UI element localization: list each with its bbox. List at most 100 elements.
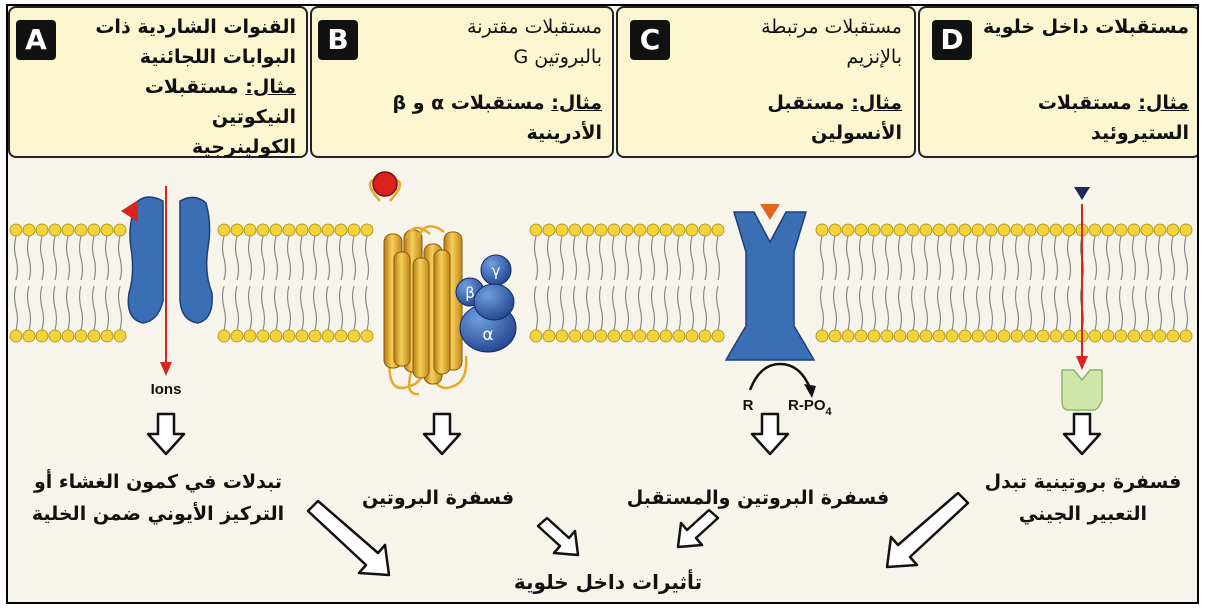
panel-a-example-label: مثال: xyxy=(245,76,296,98)
lipid-head xyxy=(1037,224,1049,236)
lipid-head xyxy=(582,224,594,236)
ion-flow-arrowhead xyxy=(160,362,172,376)
lipid-head xyxy=(348,330,360,342)
panel-b: B مستقبلات مقترنة بالبروتين G مثال: مستق… xyxy=(310,6,614,158)
lipid-head xyxy=(881,330,893,342)
ligand-triangle-a xyxy=(121,200,138,222)
lipid-head xyxy=(621,224,633,236)
lipid-head xyxy=(595,330,607,342)
lipid-head xyxy=(1167,224,1179,236)
lipid-head xyxy=(660,224,672,236)
panel-b-example: مثال: مستقبلات α و β الأدرينية xyxy=(322,88,602,148)
lipid-head xyxy=(959,330,971,342)
outcome-a-line2: التركيز الأيوني ضمن الخلية xyxy=(8,498,308,530)
lipid-head xyxy=(998,224,1010,236)
lipid-head xyxy=(309,224,321,236)
lipid-head xyxy=(569,330,581,342)
lipid-head xyxy=(1115,224,1127,236)
lipid-head xyxy=(1128,224,1140,236)
lipid-head xyxy=(10,224,22,236)
lipid-head xyxy=(894,330,906,342)
outcome-c: فسفرة البروتين والمستقبل xyxy=(618,482,898,514)
lipid-head xyxy=(1154,224,1166,236)
panel-c-example-label: مثال: xyxy=(851,92,902,114)
down-arrow-c xyxy=(752,414,788,454)
ligand-ball-b xyxy=(373,172,397,196)
ion-channel-right-subunit xyxy=(180,197,212,323)
lipid-head xyxy=(101,330,113,342)
lipid-head xyxy=(88,330,100,342)
lipid-head xyxy=(686,330,698,342)
diag-arrow-b xyxy=(538,518,578,555)
lipid-head xyxy=(985,224,997,236)
lipid-head xyxy=(842,330,854,342)
receptor-c-body xyxy=(726,212,814,360)
lipid-head xyxy=(1024,224,1036,236)
panel-b-example-label: مثال: xyxy=(551,92,602,114)
outcome-d-line1: فسفرة بروتينية تبدل xyxy=(968,466,1198,498)
lipid-head xyxy=(361,224,373,236)
diag-arrow-c xyxy=(678,510,718,547)
lipid-head xyxy=(972,330,984,342)
panel-a: A القنوات الشاردية ذات البوابات اللجائني… xyxy=(8,6,308,158)
ions-label: Ions xyxy=(151,381,182,398)
lipid-head xyxy=(1089,330,1101,342)
figure-frame: Ions γ β α R R-PO4 A القنوات الشاردية ذا… xyxy=(6,4,1199,604)
lipid-head xyxy=(296,330,308,342)
ligand-triangle-c xyxy=(760,204,780,220)
ligand-triangle-d xyxy=(1074,187,1090,200)
lipid-head xyxy=(270,224,282,236)
lipid-head xyxy=(998,330,1010,342)
lipid-head xyxy=(868,224,880,236)
lipid-head xyxy=(23,330,35,342)
lipid-head xyxy=(868,330,880,342)
lipid-head xyxy=(1167,330,1179,342)
lipid-head xyxy=(855,224,867,236)
lipid-head xyxy=(985,330,997,342)
lipid-head xyxy=(1063,224,1075,236)
outcome-a: تبدلات في كمون الغشاء أو التركيز الأيوني… xyxy=(8,466,308,530)
lipid-head xyxy=(257,330,269,342)
lipid-head xyxy=(959,224,971,236)
outcome-d-line2: التعبير الجيني xyxy=(968,498,1198,530)
lipid-head xyxy=(634,224,646,236)
lipid-head xyxy=(855,330,867,342)
lipid-head xyxy=(1141,330,1153,342)
lipid-head xyxy=(621,330,633,342)
lipid-head xyxy=(556,330,568,342)
lipid-head xyxy=(699,224,711,236)
lipid-head xyxy=(1102,224,1114,236)
panel-a-example-line2: الكولينرجية xyxy=(56,132,296,162)
lipid-head xyxy=(1011,224,1023,236)
lipid-head xyxy=(673,330,685,342)
panel-letter-d: D xyxy=(932,20,972,60)
lipid-head xyxy=(361,330,373,342)
enzyme-linked-receptor xyxy=(726,204,816,398)
lipid-head xyxy=(933,330,945,342)
panel-d: D مستقبلات داخل خلوية مثال: مستقبلات الس… xyxy=(918,6,1199,158)
panel-letter-a: A xyxy=(16,20,56,60)
lipid-head xyxy=(49,224,61,236)
rpo4-label: R-PO4 xyxy=(788,397,833,418)
nuclear-receptor xyxy=(1062,370,1102,410)
panel-d-example-label: مثال: xyxy=(1138,92,1189,114)
beta-label: β xyxy=(465,284,475,302)
alpha-label: α xyxy=(482,325,493,345)
lipid-head xyxy=(1089,224,1101,236)
lipid-head xyxy=(946,224,958,236)
lipid-head xyxy=(335,224,347,236)
lipid-head xyxy=(829,224,841,236)
lipid-head xyxy=(660,330,672,342)
lipid-head xyxy=(1024,330,1036,342)
lipid-head xyxy=(283,224,295,236)
lipid-head xyxy=(530,224,542,236)
lipid-head xyxy=(946,330,958,342)
diag-arrow-d xyxy=(887,493,968,567)
lipid-head xyxy=(49,330,61,342)
lipid-head xyxy=(816,224,828,236)
lipid-head xyxy=(556,224,568,236)
lipid-head xyxy=(1050,330,1062,342)
panel-a-title-line2: البوابات اللجائنية xyxy=(56,42,296,72)
lipid-head xyxy=(881,224,893,236)
lipid-head xyxy=(62,224,74,236)
